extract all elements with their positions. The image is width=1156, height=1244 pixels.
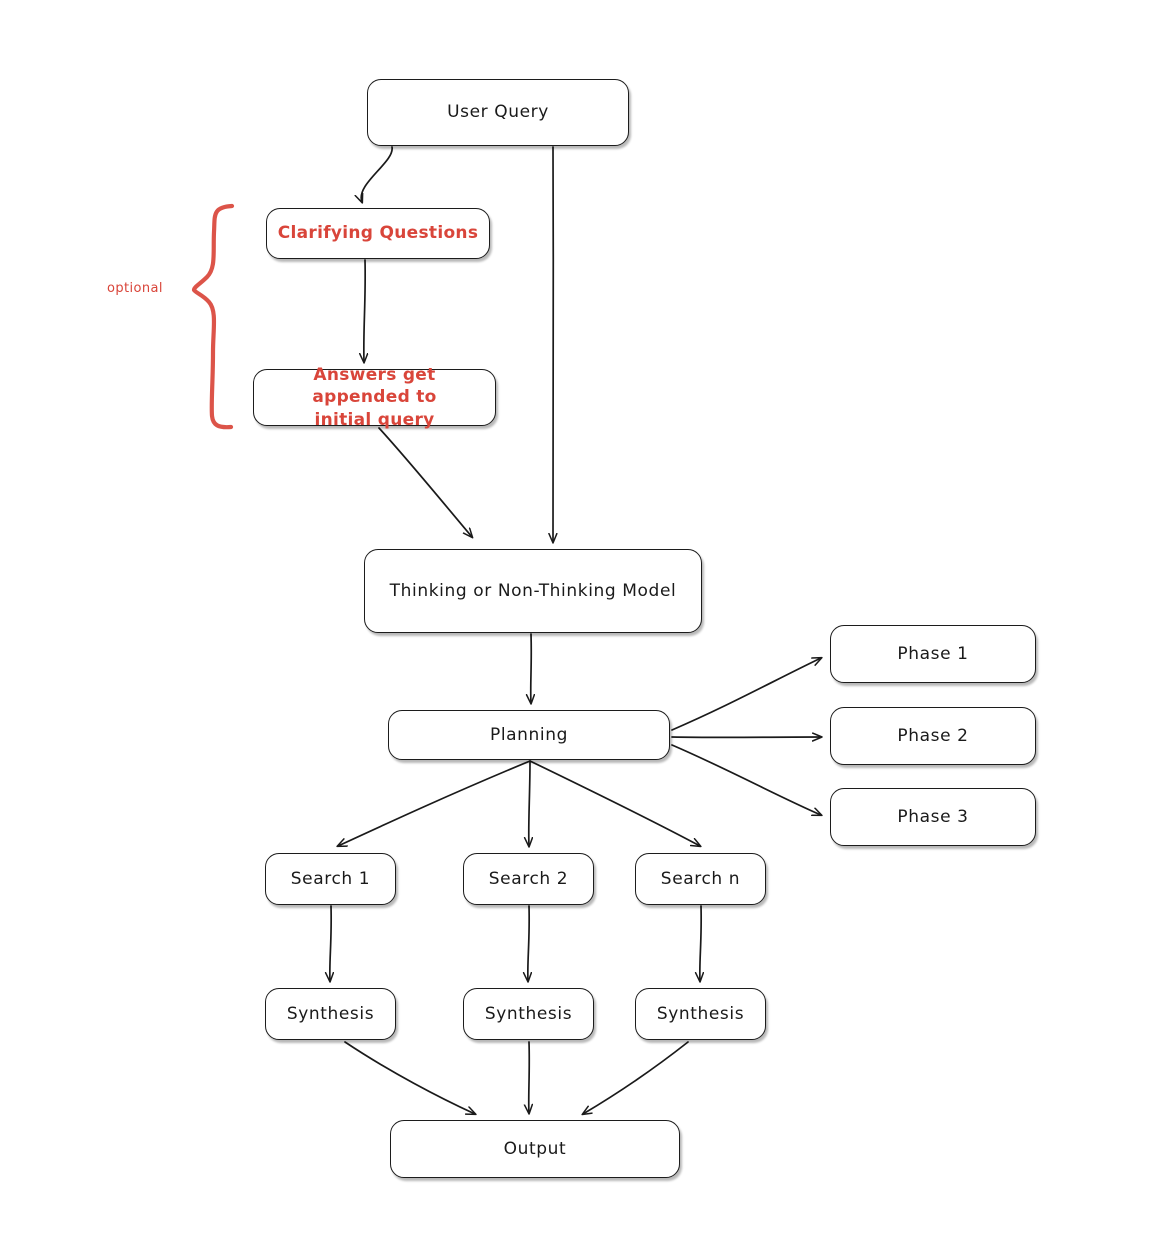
- optional-brace: [191, 203, 235, 430]
- node-thinking-model[interactable]: Thinking or Non-Thinking Model: [364, 549, 702, 633]
- node-user-query[interactable]: User Query: [367, 79, 629, 146]
- optional-label: optional: [107, 281, 163, 296]
- node-label: Answers get appended to initial query: [312, 364, 437, 430]
- edge-planning-to-search-n: [529, 760, 700, 846]
- edge-search-2-to-synthesis-2: [528, 905, 529, 981]
- edge-search-n-to-synthesis-3: [700, 905, 701, 981]
- node-label: Planning: [489, 724, 569, 745]
- node-synthesis-2[interactable]: Synthesis: [463, 988, 594, 1040]
- node-label: Phase 1: [897, 643, 969, 664]
- node-phase-3[interactable]: Phase 3: [830, 788, 1036, 846]
- node-label: Thinking or Non-Thinking Model: [389, 580, 677, 601]
- node-planning[interactable]: Planning: [388, 710, 670, 760]
- node-label: Output: [503, 1138, 567, 1159]
- node-synthesis-3[interactable]: Synthesis: [635, 988, 766, 1040]
- edge-model-to-planning: [531, 633, 532, 703]
- edge-synthesis-1-to-output: [344, 1041, 475, 1114]
- edge-user-query-to-model: [553, 146, 554, 542]
- node-phase-1[interactable]: Phase 1: [830, 625, 1036, 683]
- node-search-n[interactable]: Search n: [635, 853, 766, 905]
- node-label: Search 2: [488, 868, 569, 889]
- node-search-2[interactable]: Search 2: [463, 853, 594, 905]
- node-answers-appended[interactable]: Answers get appended to initial query: [253, 365, 496, 430]
- edge-synthesis-3-to-output: [583, 1041, 689, 1114]
- node-label: Phase 2: [897, 725, 969, 746]
- edge-planning-to-search-1: [338, 760, 531, 846]
- node-clarifying-questions[interactable]: Clarifying Questions: [266, 208, 490, 259]
- node-label: Synthesis: [656, 1003, 745, 1024]
- edge-clarifying-to-answers: [364, 259, 365, 362]
- node-output[interactable]: Output: [390, 1120, 680, 1178]
- node-label: Synthesis: [286, 1003, 375, 1024]
- edge-planning-to-search-2: [529, 760, 530, 846]
- edge-answers-to-model: [378, 427, 472, 537]
- node-label: Clarifying Questions: [277, 223, 479, 244]
- node-phase-2[interactable]: Phase 2: [830, 707, 1036, 765]
- node-search-1[interactable]: Search 1: [265, 853, 396, 905]
- node-label: Search 1: [290, 868, 371, 889]
- edge-planning-to-phase-3: [671, 744, 821, 815]
- edge-synthesis-2-to-output: [529, 1041, 530, 1113]
- edge-user-query-to-clarifying: [361, 146, 393, 202]
- node-label: User Query: [447, 102, 549, 123]
- node-label: Search n: [660, 868, 741, 889]
- edge-search-1-to-synthesis-1: [330, 905, 331, 981]
- edge-planning-to-phase-1: [671, 658, 821, 731]
- node-label: Phase 3: [897, 806, 969, 827]
- node-label: Synthesis: [484, 1003, 573, 1024]
- node-synthesis-1[interactable]: Synthesis: [265, 988, 396, 1040]
